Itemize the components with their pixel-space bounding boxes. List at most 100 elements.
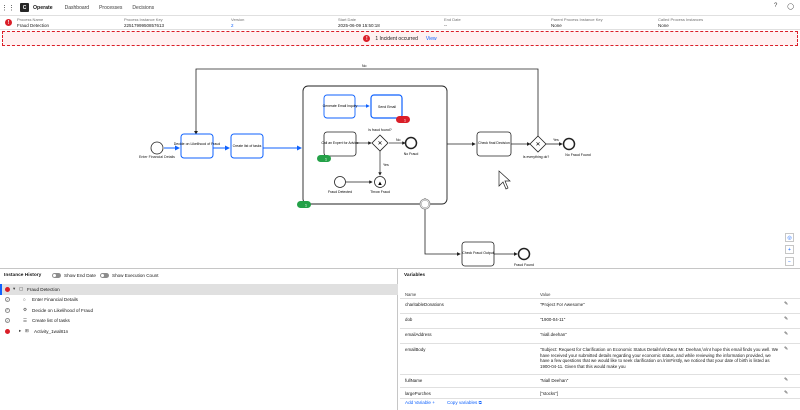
variables-title: Variables	[404, 273, 426, 278]
task-icon: ⚙	[23, 307, 28, 313]
incident-view-link[interactable]: View	[425, 35, 437, 42]
variable-row: charitableDonations"Project For Awesome"…	[400, 299, 800, 314]
header-end-date: End Date--	[444, 17, 461, 28]
nav-dashboard[interactable]: Dashboard	[64, 4, 90, 11]
edit-icon[interactable]: ✎	[784, 346, 789, 352]
history-row[interactable]: ▾ ▢ Fraud Detection	[0, 284, 398, 295]
task-check-decision: Check final Decision	[478, 141, 510, 145]
user-icon[interactable]: ◯	[787, 4, 794, 10]
incident-state-icon	[5, 328, 10, 334]
variable-row: dob"1900-04-11"✎	[400, 314, 800, 329]
completed-state-icon: ✓	[5, 297, 10, 303]
edit-icon[interactable]: ✎	[784, 316, 789, 322]
variables-panel: Variables Name Value charitableDonations…	[400, 269, 800, 410]
svg-text:Fraud Found: Fraud Found	[514, 263, 534, 267]
incident-banner: ! 1 Incident occurred View	[2, 31, 798, 46]
variable-row: largePurches["stocks"]✎	[400, 388, 800, 399]
svg-text:Call an Expert for Advice: Call an Expert for Advice	[321, 141, 358, 145]
flow-yes-2: Yes	[553, 138, 559, 142]
svg-text:Is fraud found?: Is fraud found?	[368, 128, 391, 132]
svg-text:Decide on Likelihood of Fraud: Decide on Likelihood of Fraud	[174, 142, 221, 146]
svg-text:Yes: Yes	[383, 163, 389, 167]
flow-no-top: No	[362, 64, 367, 68]
incident-badge-icon: !	[363, 35, 371, 42]
edit-icon[interactable]: ✎	[784, 390, 789, 396]
start-event-label: Enter Financial Details	[139, 155, 175, 159]
bpmn-diagram[interactable]: Enter Financial Details Decide on Likeli…	[0, 46, 800, 268]
gateway-is-ok: Is everything ok?	[523, 155, 550, 159]
svg-text:Enter Financial Details: Enter Financial Details	[139, 155, 175, 159]
help-icon[interactable]: ?	[773, 3, 778, 9]
history-row[interactable]: ✓ ○ Enter Financial Details	[5, 297, 78, 303]
incident-text: 1 Incident occurred	[375, 35, 418, 42]
history-row[interactable]: ✓ ⚙ Decide on Likelihood of Fraud	[5, 307, 94, 313]
add-variable-button[interactable]: Add Variable +	[405, 400, 435, 405]
task-call-expert: Call an Expert for Advice	[321, 141, 358, 145]
task-decide: Decide on Likelihood of Fraud	[174, 142, 221, 146]
svg-text:Yes: Yes	[553, 138, 559, 142]
gateway-is-fraud: Is fraud found?	[368, 128, 391, 132]
edit-icon[interactable]: ✎	[784, 331, 789, 337]
svg-text:Is everything ok?: Is everything ok?	[523, 155, 550, 159]
toggle-end-date[interactable]: Show End Date	[52, 273, 96, 278]
list-icon: ☰	[23, 317, 28, 323]
app-name[interactable]: Operate	[33, 4, 53, 11]
svg-text:Send Email: Send Email	[378, 105, 396, 109]
svg-text:Throw Fraud: Throw Fraud	[370, 190, 390, 194]
nav-decisions[interactable]: Decisions	[132, 4, 155, 11]
active-count-badge: 1	[325, 157, 328, 162]
zoom-out-icon[interactable]: −	[785, 257, 794, 266]
event-throw-fraud: Throw Fraud	[370, 190, 390, 194]
svg-text:No Fraud: No Fraud	[404, 152, 419, 156]
reset-zoom-icon[interactable]: ◎	[785, 233, 794, 242]
chevron-right-icon[interactable]: ▸	[19, 328, 22, 334]
subprocess-icon: ⊞	[25, 328, 29, 334]
flow-yes: Yes	[383, 163, 389, 167]
svg-text:1: 1	[404, 118, 407, 123]
variable-row: fullName"Niall Deehan"✎	[400, 375, 800, 388]
event-fraud-detected: Fraud Detected	[328, 190, 352, 194]
event-icon: ○	[23, 297, 26, 303]
subprocess-active-badge: 1	[305, 203, 308, 208]
edit-icon[interactable]: ✎	[784, 301, 789, 307]
svg-text:1: 1	[305, 203, 308, 208]
chevron-down-icon[interactable]: ▾	[13, 286, 16, 292]
svg-text:Check Fraud Output: Check Fraud Output	[462, 251, 494, 255]
svg-text:Fraud Detected: Fraud Detected	[328, 190, 352, 194]
flow-no: No	[396, 138, 401, 142]
completed-state-icon: ✓	[5, 318, 10, 324]
svg-text:▲: ▲	[377, 181, 383, 187]
history-row[interactable]: ▸ ⊞ Activity_1wal81n	[0, 326, 398, 337]
svg-text:1: 1	[325, 157, 328, 162]
end-no-fraud: No Fraud	[404, 152, 419, 156]
completed-state-icon: ✓	[5, 307, 10, 313]
svg-text:No: No	[396, 138, 401, 142]
task-generate-email: Generate Email Inquiry	[323, 104, 358, 108]
toggle-exec-count[interactable]: Show Execution Count	[100, 273, 158, 278]
history-row[interactable]: ✓ ☰ Create list of tasks	[5, 317, 70, 324]
svg-text:No: No	[362, 64, 367, 68]
svg-text:No Fraud Found: No Fraud Found	[565, 153, 591, 157]
svg-text:✕: ✕	[535, 142, 540, 148]
copy-variables-button[interactable]: Copy variables ⧉	[446, 400, 482, 405]
document-icon: ▢	[19, 286, 24, 292]
edit-icon[interactable]: ✎	[784, 377, 789, 383]
nav-processes[interactable]: Processes	[99, 4, 123, 11]
top-navbar: ⋮⋮ C Operate Dashboard Processes Decisio…	[0, 0, 800, 16]
app-switcher-icon[interactable]: ⋮⋮	[1, 4, 15, 12]
task-send-email: Send Email	[378, 105, 396, 109]
incident-count-badge: 1	[404, 118, 407, 123]
end-no-fraud-found: No Fraud Found	[565, 153, 591, 157]
zoom-in-icon[interactable]: +	[785, 245, 794, 254]
svg-text:✕: ✕	[377, 141, 382, 147]
variable-row: emailBody"Subject: Request for Clarifica…	[400, 344, 800, 375]
history-title: Instance History	[4, 273, 42, 278]
svg-text:Check final Decision: Check final Decision	[478, 141, 510, 145]
